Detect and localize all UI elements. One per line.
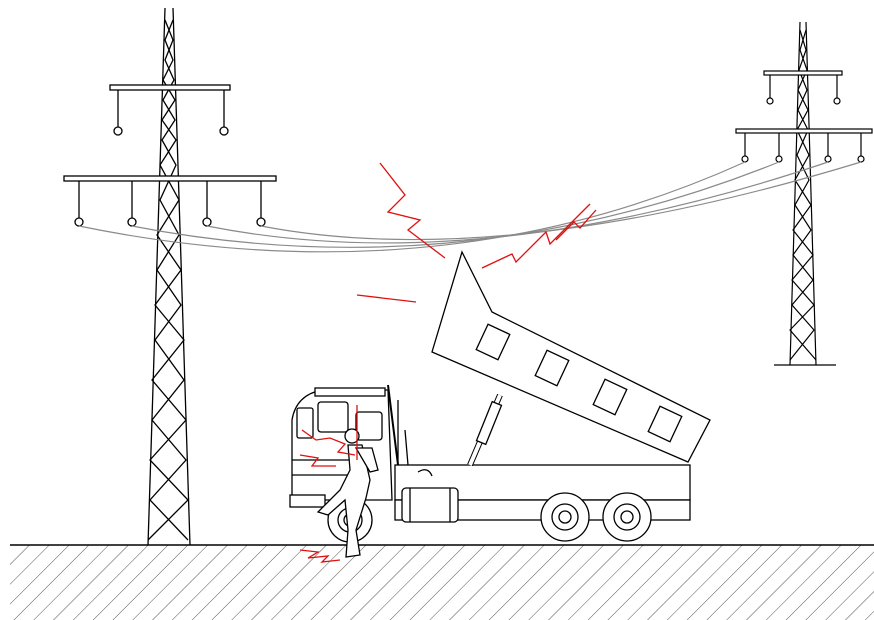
- rear-wheel-1: [541, 493, 589, 541]
- power-line-3: [207, 162, 828, 243]
- left-pylon: [64, 8, 276, 545]
- cab-window-right: [356, 412, 382, 440]
- ground: [10, 545, 874, 620]
- power-line-4: [261, 162, 861, 240]
- right-pylon-lower-insulators: [742, 133, 864, 162]
- right-pylon-upper-insulators: [767, 75, 840, 104]
- raised-dump-bed: [432, 252, 710, 462]
- hydraulic-ram: [470, 395, 502, 465]
- arc-spark-4: [357, 295, 416, 302]
- rear-wheel-2: [603, 493, 651, 541]
- right-pylon: [736, 22, 872, 365]
- cab-window-left: [318, 402, 348, 432]
